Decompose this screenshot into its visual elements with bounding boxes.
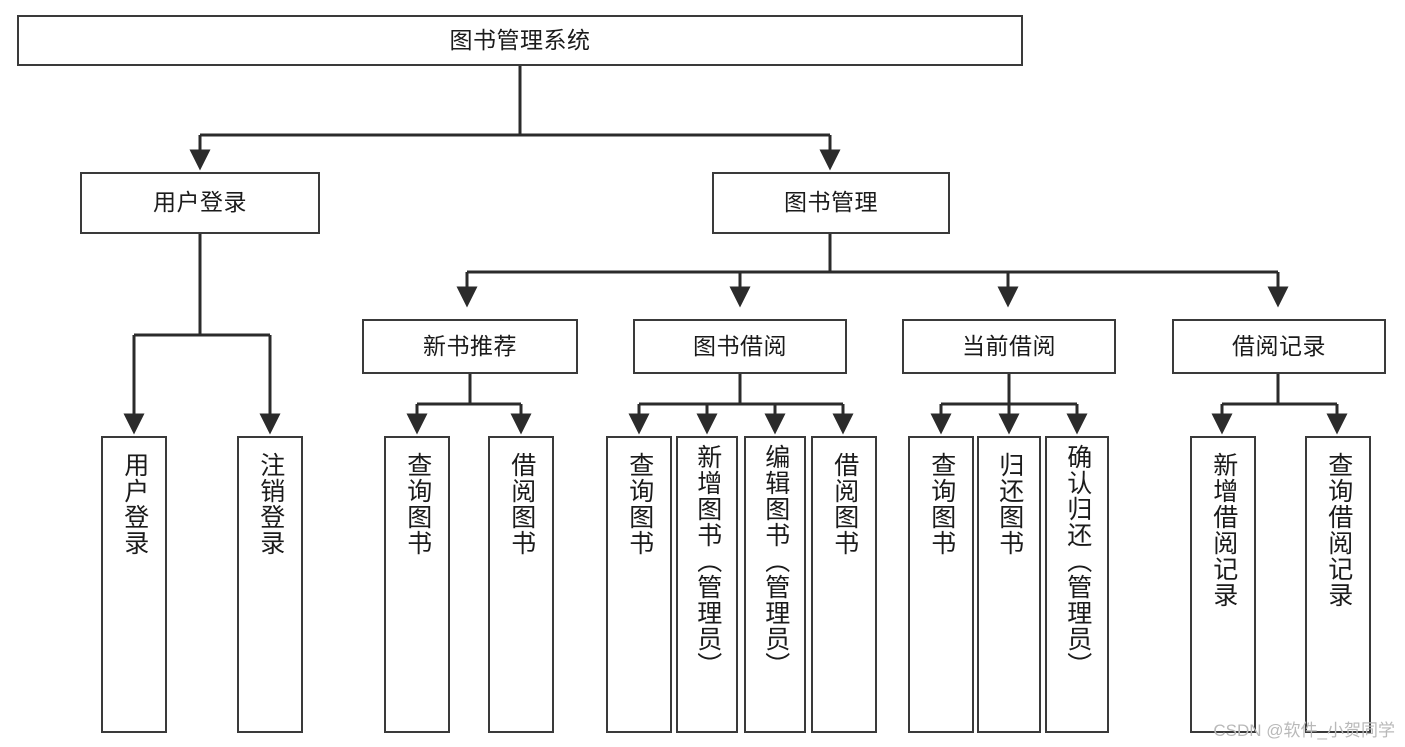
node-label: 归还图书 (995, 452, 1024, 556)
node-leaf-add-record[interactable]: 新增借阅记录 (1190, 436, 1256, 733)
node-leaf-confirm-return[interactable]: 确认归还（管理员） (1045, 436, 1109, 733)
node-leaf-query-book-2[interactable]: 查询图书 (606, 436, 672, 733)
node-leaf-borrow-book-2[interactable]: 借阅图书 (811, 436, 877, 733)
node-label: 图书借阅 (693, 332, 787, 359)
node-label: 注销登录 (256, 452, 285, 556)
node-leaf-user-login[interactable]: 用户登录 (101, 436, 167, 733)
node-label: 用户登录 (120, 452, 149, 556)
node-leaf-return-book[interactable]: 归还图书 (977, 436, 1041, 733)
node-label: 新书推荐 (423, 332, 517, 359)
node-borrow-record[interactable]: 借阅记录 (1172, 319, 1386, 374)
node-leaf-query-book-1[interactable]: 查询图书 (384, 436, 450, 733)
node-leaf-logout-login[interactable]: 注销登录 (237, 436, 303, 733)
node-label: 查询借阅记录 (1324, 452, 1353, 608)
node-user-login[interactable]: 用户登录 (80, 172, 320, 234)
node-root-system[interactable]: 图书管理系统 (17, 15, 1023, 66)
node-label: 借阅记录 (1232, 332, 1326, 359)
node-book-borrow[interactable]: 图书借阅 (633, 319, 847, 374)
node-label: 确认归还（管理员） (1063, 444, 1092, 678)
node-label: 查询图书 (625, 452, 654, 556)
node-new-book-recommend[interactable]: 新书推荐 (362, 319, 578, 374)
node-label: 编辑图书（管理员） (761, 444, 790, 678)
node-label: 查询图书 (403, 452, 432, 556)
node-label: 借阅图书 (507, 452, 536, 556)
csdn-watermark: CSDN @软件_小贺同学 (1213, 721, 1395, 740)
node-label: 当前借阅 (962, 332, 1056, 359)
node-label: 借阅图书 (830, 452, 859, 556)
node-current-borrow[interactable]: 当前借阅 (902, 319, 1116, 374)
node-label: 新增图书（管理员） (693, 444, 722, 678)
node-book-management[interactable]: 图书管理 (712, 172, 950, 234)
node-label: 新增借阅记录 (1209, 452, 1238, 608)
node-leaf-query-book-3[interactable]: 查询图书 (908, 436, 974, 733)
node-label: 用户登录 (153, 189, 247, 216)
node-label: 图书管理系统 (449, 26, 591, 53)
node-leaf-edit-book[interactable]: 编辑图书（管理员） (744, 436, 806, 733)
node-leaf-query-record[interactable]: 查询借阅记录 (1305, 436, 1371, 733)
node-label: 查询图书 (927, 452, 956, 556)
node-label: 图书管理 (784, 189, 878, 216)
node-leaf-borrow-book-1[interactable]: 借阅图书 (488, 436, 554, 733)
node-leaf-add-book[interactable]: 新增图书（管理员） (676, 436, 738, 733)
